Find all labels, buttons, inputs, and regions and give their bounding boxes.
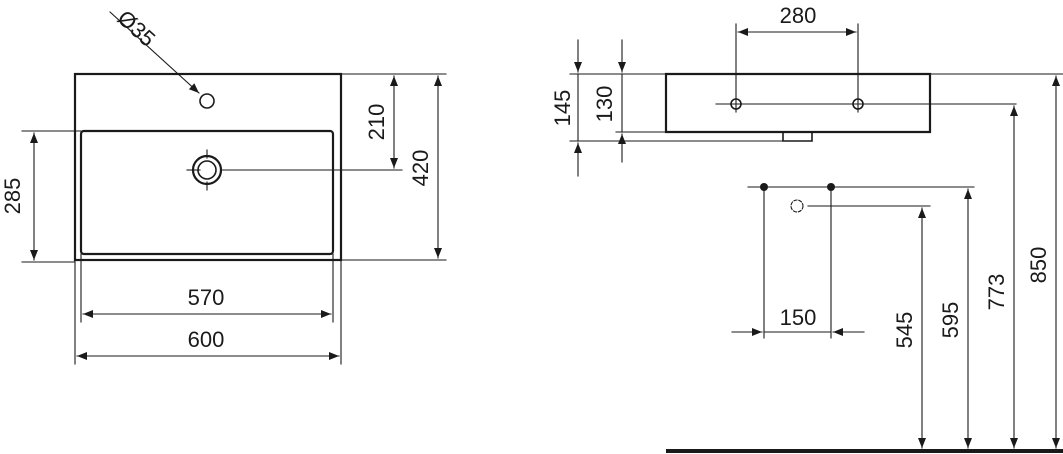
basin-side-profile <box>664 72 932 134</box>
basin-outer-outline <box>73 72 343 262</box>
dim-150-label: 150 <box>780 305 817 330</box>
waste-position-icon <box>790 199 804 213</box>
waste-outlet <box>782 131 813 142</box>
dim-850-label: 850 <box>1026 247 1051 284</box>
hole-leader-line <box>109 11 200 94</box>
top-view: Ø35 285 210 420 570 600 <box>0 5 447 365</box>
dim-280-label: 280 <box>780 3 817 28</box>
drain-inner-ring-icon <box>197 160 217 180</box>
hole-diameter-label: Ø35 <box>113 5 161 51</box>
basin-inner-bowl <box>79 129 335 256</box>
dim-130-label: 130 <box>592 86 617 123</box>
tap-hole-icon <box>199 93 215 109</box>
dim-145-label: 145 <box>550 90 575 127</box>
dim-570-label: 570 <box>188 285 225 310</box>
dim-420-label: 420 <box>408 150 433 187</box>
side-view: 280 145 130 150 545 595 <box>550 3 1063 453</box>
dim-210-label: 210 <box>364 104 389 141</box>
dim-600-label: 600 <box>188 327 225 352</box>
dim-595-label: 595 <box>938 302 963 339</box>
dim-285-label: 285 <box>0 178 25 215</box>
dim-545-label: 545 <box>892 312 917 349</box>
dim-773-label: 773 <box>984 274 1009 311</box>
